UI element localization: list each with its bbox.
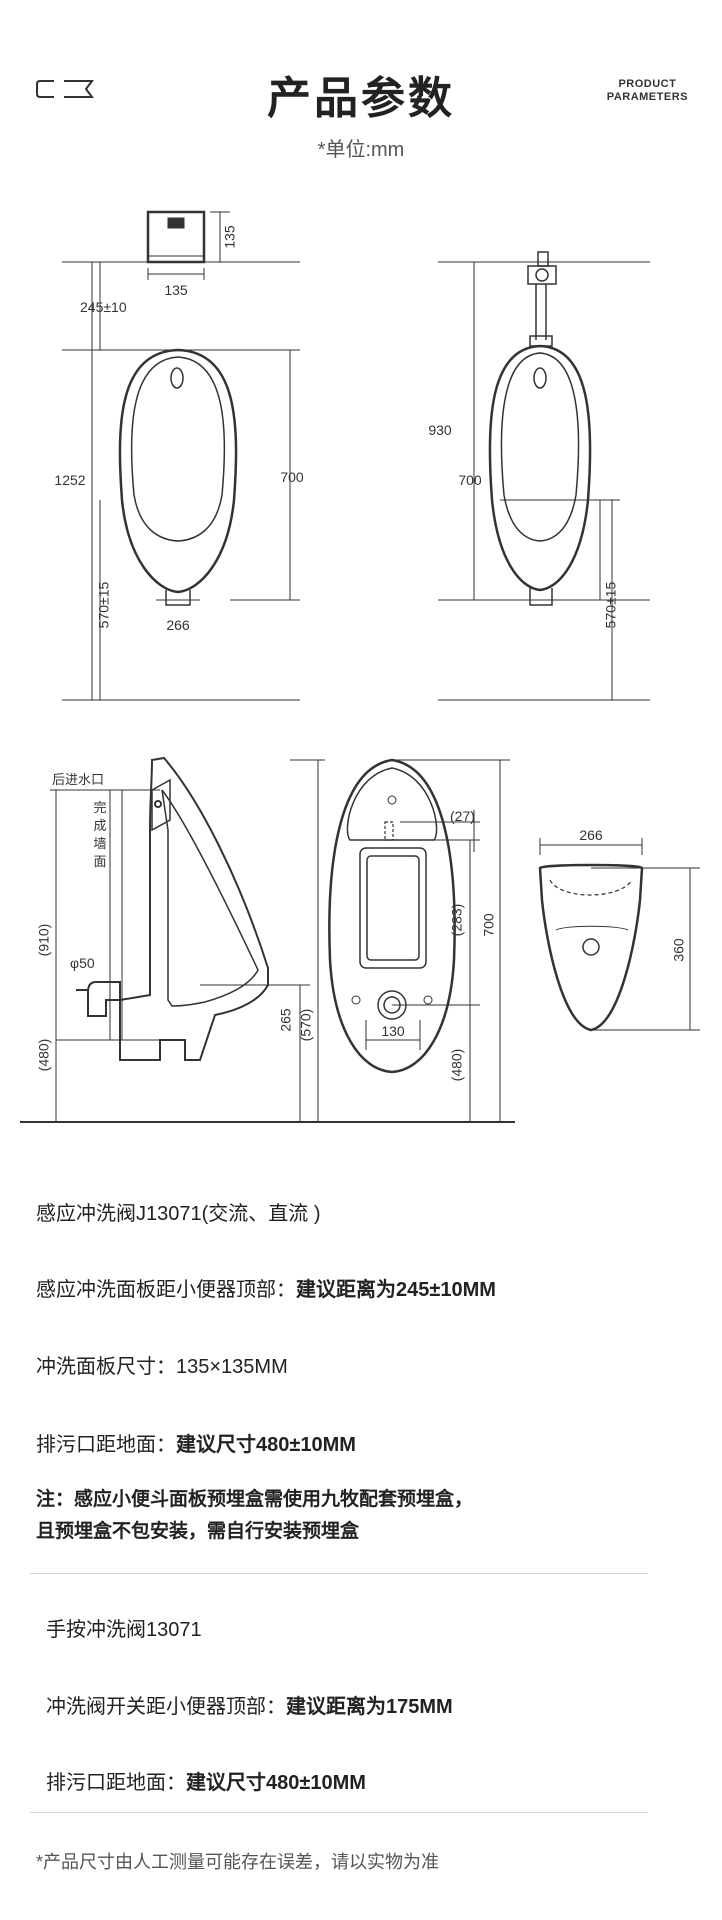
spec-panel-distance: 感应冲洗面板距小便器顶部：建议距离为245±10MM xyxy=(36,1279,496,1301)
urinal-front-detail xyxy=(328,758,456,1074)
spec-drain-height-2: 排污口距地面：建议尺寸480±10MM xyxy=(46,1772,366,1794)
section2-title: 手按冲洗阀13071 xyxy=(46,1619,202,1641)
finished-wall-label-3: 墙 xyxy=(93,836,106,851)
finished-wall-label-4: 面 xyxy=(93,854,106,869)
dim-570: (570) xyxy=(298,1009,314,1042)
brand-logo-icon xyxy=(36,80,94,98)
dim-283: (283) xyxy=(449,904,465,937)
dim-body-height-right: 700 xyxy=(458,472,482,488)
spec-drain-height-1: 排污口距地面：建议尺寸480±10MM xyxy=(36,1434,356,1456)
dim-panel-height: 135 xyxy=(222,225,238,249)
dim-pipe-diameter: φ50 xyxy=(70,955,95,971)
dim-480-front: (480) xyxy=(449,1049,465,1082)
rear-inlet-label: 后进水口 xyxy=(52,772,104,787)
spec-panel-size: 冲洗面板尺寸：135×135MM xyxy=(36,1356,288,1378)
flush-valve xyxy=(527,251,557,347)
urinal-side-view xyxy=(488,344,592,606)
dim-total-height: 1252 xyxy=(54,472,85,488)
divider xyxy=(30,1812,648,1813)
dim-panel-width: 135 xyxy=(164,282,188,298)
dim-outlet-height: 570±15 xyxy=(96,581,112,628)
dim-27: (27) xyxy=(450,808,475,824)
dim-base-width: 266 xyxy=(166,617,190,633)
dim-265: 265 xyxy=(278,1008,294,1032)
dim-total-height-valve: 930 xyxy=(428,422,452,438)
finished-wall-label-2: 成 xyxy=(93,818,106,833)
drain-pipe xyxy=(76,981,121,1017)
dim-top-gap: 245±10 xyxy=(80,299,127,315)
dim-910: (910) xyxy=(36,924,52,957)
urinal-cross-section xyxy=(119,756,269,1061)
dim-top-width: 266 xyxy=(579,827,603,843)
urinal-front-view xyxy=(118,348,238,606)
page-title: 产品参数 xyxy=(267,74,455,123)
dim-outlet-height-right: 570±15 xyxy=(603,581,619,628)
dim-700-front: 700 xyxy=(481,913,497,937)
unit-note: *单位:mm xyxy=(317,139,405,161)
dim-body-height: 700 xyxy=(280,469,304,485)
dim-130: 130 xyxy=(381,1023,405,1039)
section1-title: 感应冲洗阀J13071(交流、直流 ) xyxy=(36,1203,321,1225)
spec-valve-distance: 冲洗阀开关距小便器顶部：建议距离为175MM xyxy=(46,1696,453,1718)
urinal-top-view xyxy=(538,863,644,1032)
installation-note: 注：感应小便斗面板预埋盒需使用九牧配套预埋盒， 且预埋盒不包安装，需自行安装预埋… xyxy=(36,1489,474,1542)
dimension-drawing: 135 135 245±10 1252 700 570±15 266 930 7… xyxy=(20,210,700,1123)
dim-480: (480) xyxy=(36,1039,52,1072)
dim-depth: 360 xyxy=(671,938,687,962)
divider xyxy=(30,1573,648,1574)
disclaimer: *产品尺寸由人工测量可能存在误差，请以实物为准 xyxy=(36,1852,440,1872)
finished-wall-label-1: 完 xyxy=(93,800,106,815)
page-title-english: PRODUCT PARAMETERS xyxy=(606,78,688,103)
